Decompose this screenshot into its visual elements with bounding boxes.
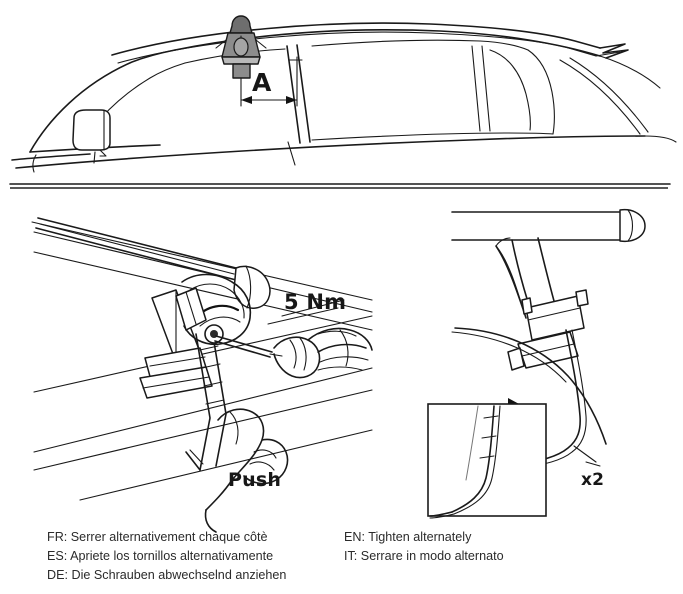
top-panel-vehicle bbox=[9, 15, 677, 185]
legend-line-es: ES: Apriete los tornillos alternativamen… bbox=[47, 549, 274, 563]
legend-line-en: EN: Tighten alternately bbox=[344, 530, 472, 544]
torque-label: 5 Nm bbox=[284, 290, 347, 314]
legend-right-column: EN: Tighten alternately IT: Serrare in m… bbox=[344, 528, 504, 566]
torque-leader-line bbox=[281, 299, 345, 317]
magnified-inset bbox=[427, 403, 547, 519]
legend-line-fr: FR: Serrer alternativement chaque côtè bbox=[47, 530, 268, 544]
legend-line-it: IT: Serrare in modo alternato bbox=[344, 549, 504, 563]
legend-line-de: DE: Die Schrauben abwechselnd anziehen bbox=[47, 568, 287, 582]
quantity-label-x2: x2 bbox=[581, 470, 605, 490]
hand-upper bbox=[273, 327, 373, 379]
bottom-left-panel bbox=[31, 217, 373, 533]
dimension-a bbox=[240, 56, 298, 107]
roof-rack-foot-top bbox=[215, 15, 267, 79]
push-label: Push bbox=[228, 469, 282, 491]
legend-left-column: FR: Serrer alternativement chaque côtè E… bbox=[47, 528, 286, 585]
bottom-right-panel bbox=[427, 208, 646, 519]
hand-lower bbox=[204, 408, 289, 533]
dimension-label-a: A bbox=[252, 68, 272, 97]
